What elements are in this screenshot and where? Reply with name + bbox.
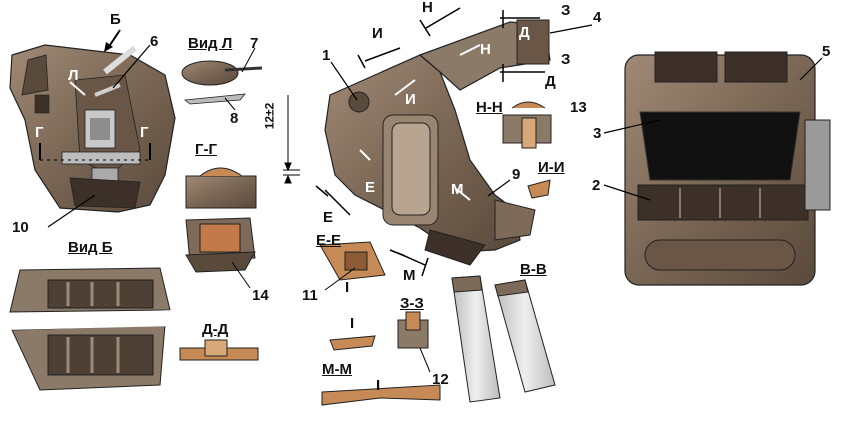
part-number-1: 1: [322, 47, 331, 64]
section-gg-part: [185, 167, 257, 209]
label-m-inner: М: [451, 181, 464, 198]
part-number-12: 12: [432, 371, 449, 388]
label-e-inner: Е: [365, 179, 376, 196]
label-i-top-left: И: [372, 25, 383, 42]
label-roman-i-2: I: [345, 279, 350, 296]
label-section-gg: Г-Г: [195, 141, 218, 158]
label-vid-l: Вид Л: [188, 35, 233, 52]
label-section-dd: Д-Д: [202, 321, 229, 338]
label-n-inner: Н: [480, 41, 491, 58]
label-i-inner: И: [405, 91, 416, 108]
label-d-inner: Д: [519, 24, 530, 41]
leader-lines-middle: [330, 24, 593, 197]
part-number-13: 13: [570, 99, 587, 116]
part-12: [397, 311, 431, 373]
label-e-outer: Е: [323, 209, 334, 226]
part-number-7: 7: [250, 35, 259, 52]
part-number-14: 14: [252, 287, 269, 304]
right-housing: [624, 51, 831, 286]
label-g-right: Г: [140, 124, 149, 141]
inner-flow-arrows: [359, 44, 481, 201]
part-number-3: 3: [593, 125, 602, 142]
section-i-piece: [329, 335, 376, 351]
dimension-12: [283, 95, 300, 184]
view-arrow-l: [69, 81, 86, 96]
label-dimension: 12±2: [262, 102, 277, 130]
part-number-4: 4: [593, 9, 602, 26]
part-number-10: 10: [12, 219, 29, 236]
part-number-11: 11: [302, 287, 318, 304]
section-vv-filters: [451, 275, 556, 403]
vid-l-part: [181, 47, 263, 111]
label-n-top: Н: [422, 0, 433, 16]
label-g-left: Г: [35, 124, 44, 141]
label-d-low: Д: [545, 73, 556, 90]
label-roman-i-1: I: [350, 315, 355, 332]
label-z-mid: З: [561, 51, 571, 68]
label-section-hh: Н-Н: [476, 99, 503, 116]
section-mm-piece: [321, 384, 441, 406]
left-housing-view: [9, 44, 176, 213]
label-section-ii: И-И: [538, 159, 565, 176]
section-line-g: [39, 143, 151, 161]
middle-housing: [324, 19, 551, 266]
label-section-ee: Е-Е: [316, 232, 342, 249]
part-number-6: 6: [150, 33, 159, 50]
arrow-head-b: [104, 42, 113, 52]
label-view-b-arrow: Б: [110, 11, 121, 28]
label-l-inner: Л: [68, 67, 79, 84]
part-13: [502, 101, 552, 149]
part-11: [319, 241, 386, 291]
leader-lines-right: [603, 57, 823, 201]
label-m-outer: М: [403, 267, 416, 284]
label-section-zz: З-З: [400, 295, 424, 312]
label-section-mm: М-М: [322, 361, 352, 378]
part-number-5: 5: [822, 43, 831, 60]
vid-b-part: [5, 267, 175, 391]
part-number-8: 8: [230, 110, 239, 127]
part-number-2: 2: [592, 177, 601, 194]
label-section-vv: В-В: [520, 261, 547, 278]
label-roman-i-3: I: [376, 377, 381, 394]
part-14: [185, 217, 256, 289]
section-lines-middle: [315, 7, 545, 277]
leader-lines-left: [47, 44, 151, 228]
part-number-9: 9: [512, 166, 521, 183]
label-vid-b: Вид Б: [68, 239, 113, 256]
section-dd-part: [179, 339, 259, 361]
label-z-top: З: [561, 2, 571, 19]
section-ii-part: [527, 179, 551, 199]
